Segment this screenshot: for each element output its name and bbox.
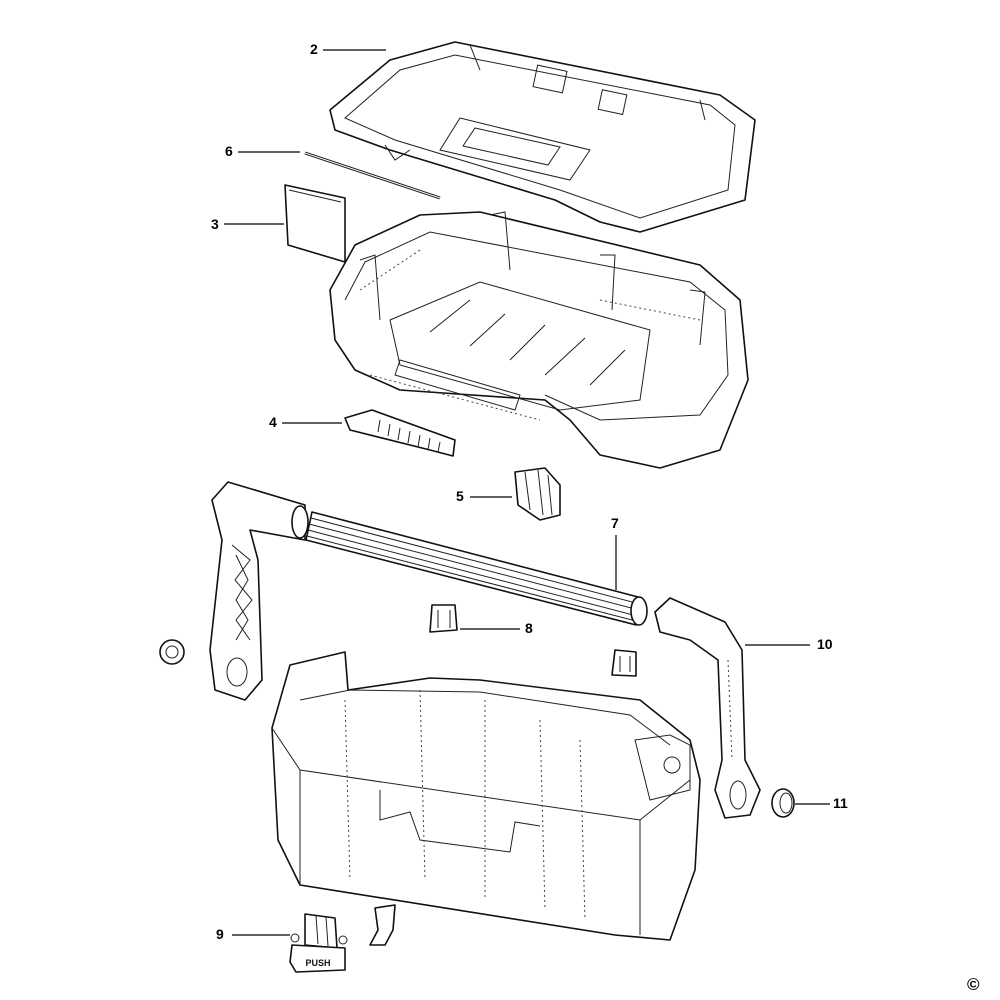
callout-8: 8 bbox=[525, 620, 533, 636]
part-9-push-latch: PUSH bbox=[289, 913, 348, 973]
callout-7: 7 bbox=[611, 515, 619, 531]
organiser-tray bbox=[329, 211, 749, 469]
copyright-symbol: © bbox=[967, 975, 980, 994]
part-11-cap bbox=[771, 788, 795, 818]
part-8-latch-second bbox=[611, 649, 637, 677]
left-knob bbox=[159, 639, 185, 665]
callout-10: 10 bbox=[817, 636, 833, 652]
part-7-handle-tube bbox=[305, 511, 648, 626]
callout-6: 6 bbox=[225, 143, 233, 159]
callout-9: 9 bbox=[216, 926, 224, 942]
callout-4: 4 bbox=[269, 414, 277, 430]
part-4-comb-strip bbox=[344, 409, 456, 457]
handle-left-arm bbox=[209, 481, 309, 701]
part-2-lid bbox=[329, 41, 756, 233]
part-8-latch bbox=[429, 604, 458, 633]
push-label: PUSH bbox=[305, 958, 330, 968]
callout-5: 5 bbox=[456, 488, 464, 504]
part-6-rod bbox=[304, 151, 441, 200]
callout-11: 11 bbox=[833, 795, 848, 811]
toolbox-base bbox=[271, 651, 701, 941]
hinge-clip bbox=[369, 904, 396, 946]
part-5-clip bbox=[514, 467, 561, 521]
part-10-handle-right-arm bbox=[654, 597, 761, 819]
leader-lines bbox=[224, 49, 830, 936]
callout-2: 2 bbox=[310, 41, 318, 57]
callout-3: 3 bbox=[211, 216, 219, 232]
part-3-divider-card bbox=[284, 184, 346, 263]
